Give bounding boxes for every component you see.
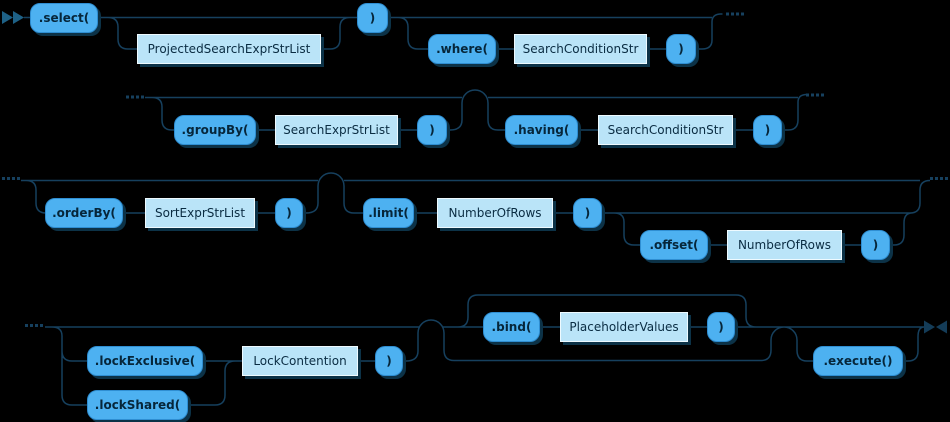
rail-paths (21, 13, 931, 406)
nonterminal-projected-search-expr-str-list: ProjectedSearchExprStrList (137, 34, 321, 64)
end-arrow-icon (924, 320, 947, 334)
terminal-limit: .limit( (363, 198, 414, 228)
terminal-lock-exclusive: .lockExclusive( (87, 346, 203, 376)
terminal-select: .select( (30, 3, 98, 33)
terminal-close-paren-order-by: ) (275, 198, 303, 228)
terminal-close-paren-having: ) (753, 115, 782, 145)
terminal-where: .where( (428, 34, 496, 64)
nonterminal-sort-expr-str-list: SortExprStrList (145, 198, 255, 228)
nonterminal-placeholder-values: PlaceholderValues (560, 312, 688, 342)
terminal-close-paren-where: ) (666, 34, 696, 64)
start-arrow-icon (2, 11, 24, 24)
terminal-close-paren-bind: ) (707, 312, 735, 342)
nonterminal-search-condition-str-having: SearchConditionStr (598, 115, 733, 145)
nonterminal-number-of-rows-limit: NumberOfRows (437, 198, 553, 228)
nonterminal-number-of-rows-offset: NumberOfRows (727, 230, 842, 260)
terminal-bind: .bind( (483, 312, 540, 342)
nonterminal-lock-contention: LockContention (242, 346, 358, 376)
nonterminal-search-expr-str-list: SearchExprStrList (275, 115, 398, 145)
terminal-lock-shared: .lockShared( (87, 390, 188, 420)
terminal-close-paren-group-by: ) (417, 115, 447, 145)
terminal-close-paren-limit: ) (573, 198, 602, 228)
nonterminal-search-condition-str-where: SearchConditionStr (514, 34, 647, 64)
terminal-close-paren-select: ) (357, 3, 388, 33)
terminal-group-by: .groupBy( (174, 115, 256, 145)
terminal-order-by: .orderBy( (45, 198, 123, 228)
wrap-dots (2, 12, 948, 327)
terminal-close-paren-offset: ) (861, 230, 890, 260)
terminal-close-paren-lock: ) (375, 346, 403, 376)
terminal-execute: .execute() (813, 346, 903, 376)
terminal-having: .having( (505, 115, 578, 145)
terminal-offset: .offset( (640, 230, 708, 260)
